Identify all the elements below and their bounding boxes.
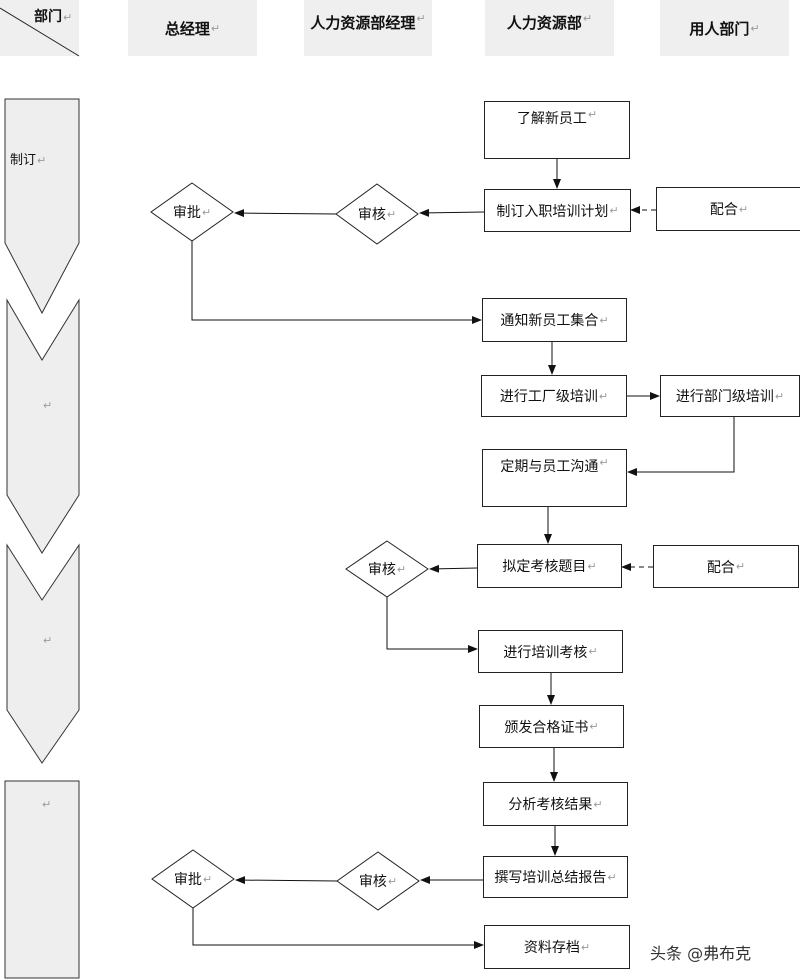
arrow-review3-approve2 [235,876,338,885]
arrow-plan-review1 [419,208,485,217]
node-notify: 通知新员工集合↵ [482,298,627,342]
node-cooperate2: 配合↵ [653,545,799,588]
stage-shape-1 [4,98,80,315]
arrow-draft-review2 [429,564,478,573]
diamond-review1-label: 审核↵ [357,207,397,223]
stage-shape-2 [6,298,80,554]
node-analyze: 分析考核结果↵ [483,782,628,826]
node-certificate: 颁发合格证书↵ [479,705,624,748]
diamond-approve2-label: 审批↵ [173,872,213,888]
stage-label-3: ↵ [43,634,53,647]
header-corner [0,0,79,56]
arrow-dept-communicate [627,417,735,476]
column-header-dept: 用人部门↵ [660,0,789,56]
stage-shape-4 [4,780,80,979]
column-header-hr-manager: 人力资源部经理↵ [304,0,432,56]
node-report: 撰写培训总结报告↵ [483,856,628,898]
diamond-approve1-label: 审批↵ [172,205,212,221]
diamond-review1 [335,183,419,245]
node-draft-exam: 拟定考核题目↵ [477,544,622,588]
corner-diagonal [0,7,80,57]
watermark: 头条 @弗布克 [650,944,752,963]
stage-label-2: ↵ [43,399,53,412]
corner-label: 部门↵ [34,9,73,25]
node-cooperate1: 配合↵ [656,187,800,231]
stage-label-4: ↵ [42,798,52,811]
arrow-approve2-archive [192,908,484,949]
stage-shape-3 [6,543,80,764]
arrow-review2-exam [386,597,478,653]
node-dept-training: 进行部门级培训↵ [660,375,800,417]
diamond-review3 [336,851,420,911]
node-plan: 制订入职培训计划↵ [484,189,631,232]
node-factory-training: 进行工厂级培训↵ [481,375,627,417]
node-conduct-exam: 进行培训考核↵ [478,630,623,673]
diamond-review2-label: 审核↵ [367,562,407,578]
stage-label-1: 制订↵ [10,153,47,168]
column-header-hr: 人力资源部↵ [485,0,614,56]
node-communicate: 定期与员工沟通↵ [482,449,627,507]
arrow-review1-approve1 [234,209,337,218]
diamond-review3-label: 审核↵ [358,874,398,890]
node-understand: 了解新员工↵ [484,101,630,159]
node-archive: 资料存档↵ [484,925,630,969]
column-header-gm: 总经理↵ [128,0,257,56]
arrow-approve1-notify [191,241,482,324]
